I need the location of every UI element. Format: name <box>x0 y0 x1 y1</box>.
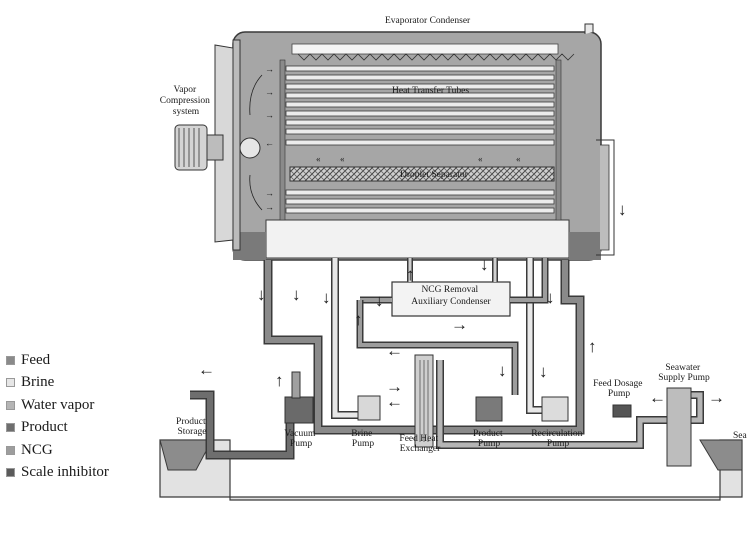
svg-text:→: → <box>265 64 274 74</box>
svg-text:→: → <box>265 188 274 198</box>
feed-dosage-pump-label: Feed Dosage Pump <box>593 379 645 399</box>
brine-pump-label: Brine Pump <box>351 429 374 449</box>
vacuum-pump-label: Vacuum Pump <box>284 429 318 449</box>
legend-item-brine: Brine <box>6 372 156 395</box>
svg-text:→: → <box>265 202 274 212</box>
legend-label: Brine <box>21 374 55 391</box>
svg-text:→: → <box>265 87 274 97</box>
feed-heat-exchanger-label: Feed Heat Exchanger <box>399 434 441 454</box>
legend-swatch <box>6 355 15 365</box>
legend-item-ncg: NCG <box>6 439 156 462</box>
legend-swatch <box>6 378 15 388</box>
svg-text:→: → <box>386 377 403 396</box>
svg-text:↑: ↑ <box>406 265 415 284</box>
brine-pump <box>357 395 381 421</box>
svg-text:↓: ↓ <box>292 285 301 304</box>
sea-label: Sea <box>733 431 748 441</box>
seawater-supply-pump <box>666 387 692 467</box>
seawater-supply-pump-label: Seawater Supply Pump <box>658 363 710 383</box>
vapor-compressor <box>174 39 261 251</box>
legend-item-product: Product <box>6 417 156 440</box>
product-pump <box>475 396 503 422</box>
recirculation-pump <box>541 396 569 422</box>
svg-text:↓: ↓ <box>618 200 627 219</box>
vapor-compression-label: Vapor Compression system <box>160 85 213 117</box>
vacuum-pump <box>284 396 314 424</box>
right-loop-pipe <box>584 23 615 256</box>
product-storage-label: Product Storage <box>176 417 208 437</box>
svg-text:↓: ↓ <box>375 291 384 310</box>
svg-text:→: → <box>265 110 274 120</box>
svg-text:↑: ↑ <box>354 310 363 329</box>
legend-swatch <box>6 445 15 455</box>
svg-text:«: « <box>316 154 321 164</box>
svg-text:→: → <box>708 388 725 407</box>
equipment <box>284 354 692 467</box>
svg-text:←: ← <box>649 388 666 407</box>
legend-label: Product <box>21 419 68 436</box>
sea-basin <box>699 439 743 471</box>
legend-item-water-vapor: Water vapor <box>6 394 156 417</box>
legend-swatch <box>6 423 15 433</box>
svg-text:→: → <box>451 315 468 334</box>
svg-text:←: ← <box>265 138 274 148</box>
product-storage-tank <box>159 439 213 471</box>
legend-label: NCG <box>21 441 53 458</box>
legend-item-scale-inhibitor: Scale inhibitor <box>6 462 156 485</box>
svg-text:«: « <box>340 154 345 164</box>
svg-text:↓: ↓ <box>498 361 507 380</box>
recirculation-pump-label: Recirculation Pump <box>531 429 585 449</box>
svg-text:↑: ↑ <box>275 371 284 390</box>
flow-arrows: ↓↓↓ ↓↑↑ ↓↓→ ↓↑↓ ↓↑← →←← ←→ <box>198 200 725 411</box>
legend-swatch <box>6 400 15 410</box>
heat-transfer-tubes-label: Heat Transfer Tubes <box>392 85 469 96</box>
legend-label: Water vapor <box>21 396 95 413</box>
evaporator-condenser-label: Evaporator Condenser <box>385 16 471 26</box>
ncg-removal-label: NCG Removal Auxiliary Condenser <box>411 285 491 307</box>
legend-item-feed: Feed <box>6 349 156 372</box>
svg-text:↓: ↓ <box>546 288 555 307</box>
svg-text:«: « <box>478 154 483 164</box>
legend-label: Feed <box>21 351 51 368</box>
svg-text:↓: ↓ <box>539 362 548 381</box>
legend-swatch <box>6 468 15 478</box>
svg-text:↓: ↓ <box>480 255 489 274</box>
ground-base <box>159 439 743 501</box>
svg-text:↑: ↑ <box>588 337 597 356</box>
legend-label: Scale inhibitor <box>21 464 109 481</box>
svg-text:←: ← <box>386 341 403 360</box>
product-pump-label: Product Pump <box>473 429 505 449</box>
svg-text:←: ← <box>198 360 215 379</box>
svg-text:←: ← <box>386 392 403 411</box>
legend: Feed Brine Water vapor Product NCG Scale… <box>6 349 156 484</box>
feed-dosage-pump <box>612 404 632 418</box>
evaporator-vessel: → → → ← → → « « « « <box>232 31 602 261</box>
droplet-separator-label: Droplet Separator <box>400 170 469 180</box>
svg-text:↓: ↓ <box>322 288 331 307</box>
svg-text:«: « <box>516 154 521 164</box>
svg-text:↓: ↓ <box>257 285 266 304</box>
